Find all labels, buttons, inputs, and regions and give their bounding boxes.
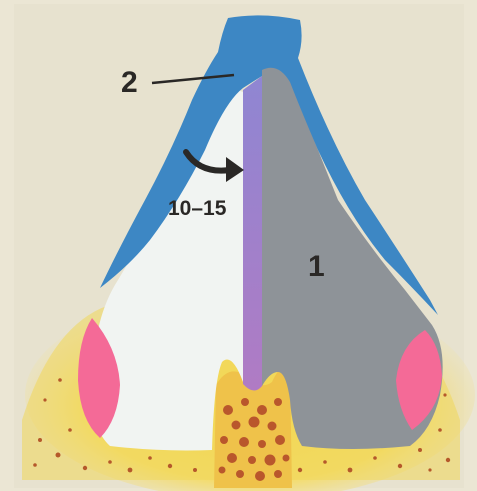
label-range: 10–15 bbox=[168, 198, 226, 219]
purple-layer bbox=[243, 76, 262, 391]
label-2: 2 bbox=[121, 68, 138, 98]
label-1: 1 bbox=[308, 252, 325, 282]
